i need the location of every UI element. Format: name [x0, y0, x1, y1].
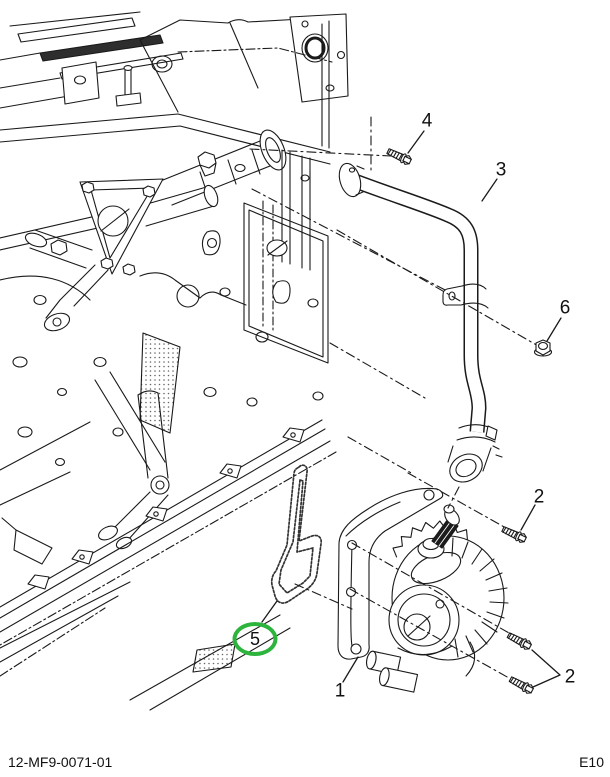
engine-block-illustration — [0, 11, 349, 711]
callout-leader-lines — [261, 130, 562, 688]
callout-5-highlighted-circle: 5 — [232, 622, 278, 656]
part-3-tube — [338, 162, 503, 483]
part-5-gasket — [270, 464, 323, 604]
callout-2-lower: 2 — [564, 666, 576, 688]
projection-lines — [249, 116, 541, 679]
part-number-footer: 12-MF9-0071-01 — [8, 754, 113, 770]
callout-3: 3 — [495, 159, 507, 181]
part-1-pump-assembly — [337, 487, 509, 693]
callout-1: 1 — [334, 680, 346, 702]
part-2-bolt-lower-a — [505, 630, 533, 652]
page-code-footer: E10 — [579, 754, 604, 770]
callout-6: 6 — [559, 297, 571, 319]
part-2-bolt-lower-b — [507, 674, 535, 696]
part-2-bolt-upper — [500, 524, 528, 545]
callout-4: 4 — [421, 110, 433, 132]
part-6-nut — [533, 339, 553, 357]
callout-2-upper: 2 — [533, 486, 545, 508]
